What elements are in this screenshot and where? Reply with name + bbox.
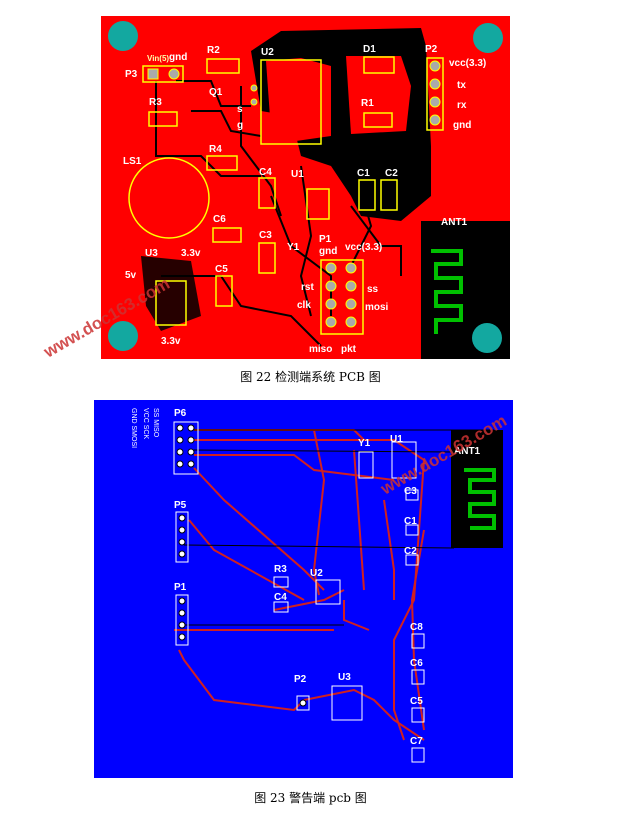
label-c6: C6	[410, 658, 423, 669]
label-r3: R3	[274, 564, 287, 575]
label-u2: U2	[310, 568, 323, 579]
pcb-red-board: P3 Vin(5) gnd R2 U2 D1 P2 vcc(3.3) tx rx…	[101, 16, 510, 359]
label-p5: P5	[174, 500, 187, 511]
watermark-2: www.doc163.com	[377, 411, 510, 499]
watermark-1: www.doc163.com	[40, 274, 173, 362]
label-r4: R4	[209, 144, 222, 155]
label-p6: P6	[174, 408, 187, 419]
header-pin-text: GND SMOSI VCC SCK SS MISO	[130, 408, 159, 448]
label-p1: P1	[319, 234, 332, 245]
speaker-outline	[128, 157, 210, 239]
label-r1: R1	[361, 98, 374, 109]
label-ant1: ANT1	[454, 446, 481, 457]
label-c4: C4	[259, 167, 272, 178]
label-c6: C6	[213, 214, 226, 225]
label-miso: miso	[309, 344, 332, 355]
pour-cutout	[266, 58, 331, 141]
bottom-traces	[183, 429, 494, 626]
label-p1: P1	[174, 582, 187, 593]
label-v33-b: 3.3v	[161, 336, 181, 347]
figure1-caption: 图 22 检测端系统 PCB 图	[240, 370, 381, 384]
label-c3: C3	[404, 486, 417, 497]
label-ant1: ANT1	[441, 217, 468, 228]
label-p2: P2	[425, 44, 438, 55]
label-gnd-right: gnd	[453, 120, 471, 131]
label-u1: U1	[390, 434, 403, 445]
label-p2: P2	[294, 674, 307, 685]
label-r3: R3	[149, 97, 162, 108]
pour-cutout-2	[346, 56, 411, 134]
label-y1: Y1	[287, 242, 300, 253]
label-y1: Y1	[358, 438, 371, 449]
label-g: g	[237, 120, 243, 131]
pcb-blue-board: GND SMOSI VCC SCK SS MISO P6 P5 P1 Y1 U1…	[94, 400, 513, 778]
silkscreen-labels: P6 P5 P1 Y1 U1 ANT1 C3 C1 C2 R3 U2 C4 C8…	[174, 408, 481, 747]
label-vin5: Vin(5)	[147, 54, 169, 63]
label-gnd-top: gnd	[169, 52, 187, 63]
label-c5: C5	[215, 264, 228, 275]
component-outlines	[273, 441, 425, 763]
label-mosi: mosi	[365, 302, 389, 313]
label-s: s	[237, 104, 243, 115]
component-outlines	[142, 56, 444, 335]
label-p3: P3	[125, 69, 138, 80]
traces	[155, 80, 402, 347]
pcb-figure-detection: P3 Vin(5) gnd R2 U2 D1 P2 vcc(3.3) tx rx…	[101, 16, 510, 359]
label-c4: C4	[274, 592, 287, 603]
antenna-trace	[431, 249, 463, 334]
label-ls1: LS1	[123, 156, 142, 167]
label-c2: C2	[385, 168, 398, 179]
label-clk: clk	[297, 300, 311, 311]
label-c3: C3	[259, 230, 272, 241]
label-vcc33-mid: vcc(3.3)	[345, 242, 382, 253]
mounting-hole	[108, 21, 138, 51]
label-v33-a: 3.3v	[181, 248, 201, 259]
label-5v: 5v	[125, 270, 137, 281]
antenna-trace	[464, 468, 496, 530]
label-pkt: pkt	[341, 344, 357, 355]
label-u1: U1	[291, 169, 304, 180]
mounting-hole	[472, 323, 502, 353]
label-gnd-mid: gnd	[319, 246, 337, 257]
label-q1: Q1	[209, 87, 223, 98]
silkscreen-labels: P3 Vin(5) gnd R2 U2 D1 P2 vcc(3.3) tx rx…	[123, 44, 486, 355]
svg-text:VCC SCK: VCC SCK	[142, 408, 149, 439]
svg-text:SS MISO: SS MISO	[152, 408, 159, 438]
label-vcc33-top: vcc(3.3)	[449, 58, 486, 69]
label-r2: R2	[207, 45, 220, 56]
label-rst: rst	[301, 282, 314, 293]
label-u2: U2	[261, 47, 274, 58]
label-c1: C1	[404, 516, 417, 527]
label-u3: U3	[338, 672, 351, 683]
label-rx: rx	[457, 100, 467, 111]
pcb-figure-warning: GND SMOSI VCC SCK SS MISO P6 P5 P1 Y1 U1…	[94, 400, 513, 778]
pads	[147, 60, 441, 328]
label-c8: C8	[410, 622, 423, 633]
label-c7: C7	[410, 736, 423, 747]
mounting-hole	[108, 321, 138, 351]
label-u3: U3	[145, 248, 158, 259]
connector-pins	[173, 421, 310, 711]
label-d1: D1	[363, 44, 376, 55]
label-c1: C1	[357, 168, 370, 179]
label-c5: C5	[410, 696, 423, 707]
svg-text:GND SMOSI: GND SMOSI	[130, 408, 137, 448]
label-c2: C2	[404, 546, 417, 557]
label-tx: tx	[457, 80, 466, 91]
figure2-caption: 图 23 警告端 pcb 图	[254, 791, 367, 805]
mounting-hole	[473, 23, 503, 53]
label-ss: ss	[367, 284, 379, 295]
